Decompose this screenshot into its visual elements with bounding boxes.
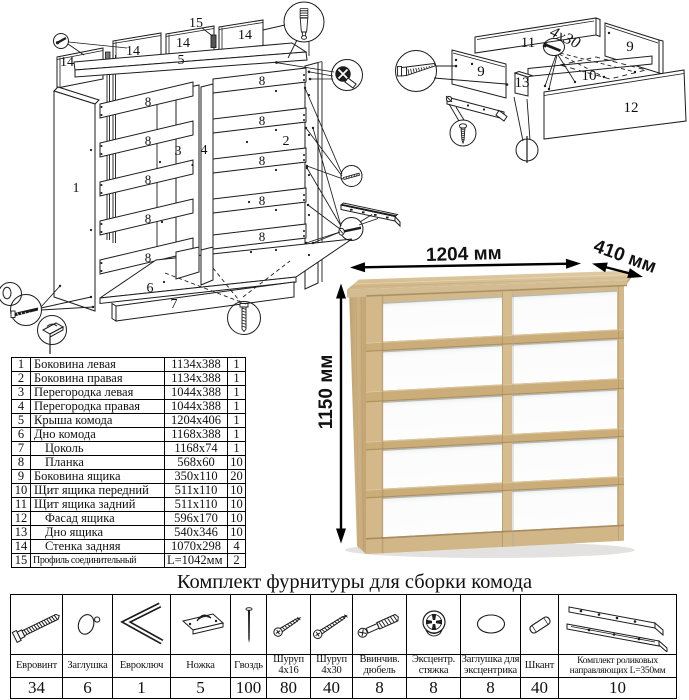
svg-text:14: 14 [126, 44, 140, 59]
svg-text:8: 8 [259, 193, 266, 208]
svg-text:13: 13 [515, 75, 530, 91]
svg-text:8: 8 [145, 250, 152, 265]
svg-text:8: 8 [145, 94, 152, 109]
svg-text:2: 2 [283, 134, 290, 149]
svg-text:11: 11 [521, 35, 535, 51]
svg-text:3: 3 [175, 144, 182, 159]
svg-text:1204 мм: 1204 мм [426, 243, 502, 266]
svg-text:14: 14 [238, 28, 252, 43]
svg-text:1150 мм: 1150 мм [316, 355, 337, 430]
svg-text:15: 15 [189, 16, 203, 31]
svg-text:4: 4 [201, 143, 208, 158]
svg-text:8: 8 [145, 133, 152, 148]
svg-text:14: 14 [176, 36, 190, 51]
svg-text:6: 6 [147, 281, 154, 296]
svg-text:8: 8 [259, 229, 266, 244]
svg-text:8: 8 [259, 153, 266, 168]
svg-text:8: 8 [145, 211, 152, 226]
svg-text:12: 12 [624, 100, 639, 116]
svg-text:14: 14 [60, 55, 74, 70]
svg-text:9: 9 [477, 64, 485, 80]
svg-text:8: 8 [145, 172, 152, 187]
svg-text:8: 8 [259, 113, 266, 128]
svg-text:5: 5 [178, 53, 185, 68]
svg-text:10: 10 [582, 68, 597, 84]
svg-text:9: 9 [626, 39, 634, 55]
svg-text:1: 1 [73, 181, 80, 196]
svg-text:7: 7 [171, 297, 178, 312]
svg-text:8: 8 [259, 73, 266, 88]
